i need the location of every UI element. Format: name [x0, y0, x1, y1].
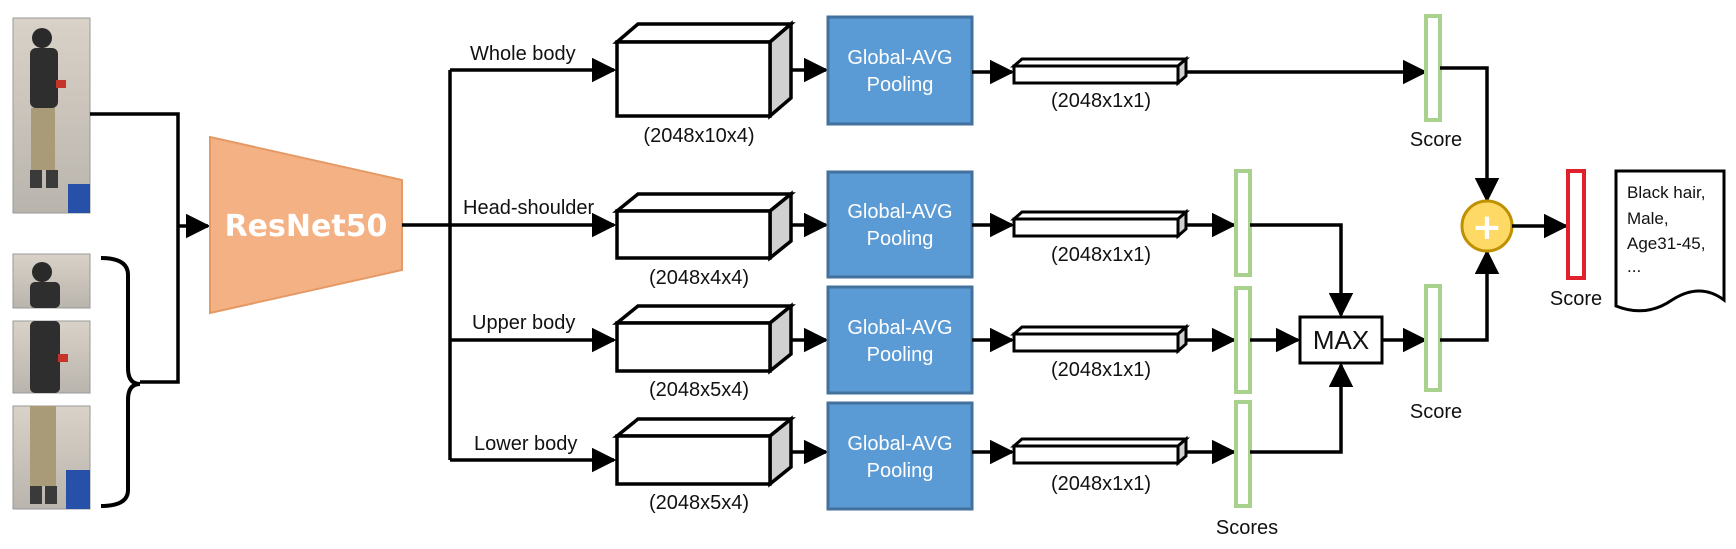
vector-whole	[1010, 55, 1190, 87]
vector-size-upper-body: (2048x1x1)	[1051, 359, 1151, 381]
input-image-head-crop	[12, 253, 91, 309]
pool-box-upper-body: Global-AVG Pooling	[826, 285, 974, 395]
svg-text:Pooling: Pooling	[867, 228, 934, 250]
crop-brace	[100, 256, 141, 508]
vector-to-part-score-arrows	[1186, 212, 1237, 465]
attribute-line-3: Age31-45,	[1627, 234, 1705, 253]
tensor-to-pool-arrows	[791, 57, 829, 465]
svg-text:Pooling: Pooling	[867, 344, 934, 366]
svg-text:Global-AVG: Global-AVG	[847, 433, 952, 455]
score-bar-whole	[1424, 14, 1442, 122]
branch-trunk	[402, 57, 617, 473]
score-bar-head-shoulder	[1234, 169, 1252, 277]
sum-operator-icon: +	[1460, 199, 1514, 253]
feature-tensor-upper-body	[612, 302, 796, 375]
score-label-max: Score	[1410, 401, 1462, 423]
vector-size-head-shoulder: (2048x1x1)	[1051, 244, 1151, 266]
pool-box-lower-body: Global-AVG Pooling	[826, 401, 974, 511]
feature-tensor-head-shoulder	[612, 190, 796, 262]
feature-tensor-lower-body	[612, 415, 796, 488]
max-operator: MAX	[1298, 315, 1384, 365]
branch-label-upper-body: Upper body	[472, 312, 575, 334]
svg-text:MAX: MAX	[1313, 325, 1369, 355]
pool-to-vector-arrows	[972, 59, 1015, 465]
feature-tensor-whole	[612, 20, 796, 120]
score-bar-max	[1424, 284, 1442, 392]
tensor-size-head-shoulder: (2048x4x4)	[649, 267, 749, 289]
backbone-label: ResNet50	[225, 209, 388, 244]
scores-to-sum-connectors	[1440, 66, 1500, 342]
resnet50-backbone: ResNet50	[209, 135, 403, 315]
branch-label-whole-body: Whole body	[470, 43, 576, 65]
vector-head-shoulder	[1010, 208, 1190, 240]
input-connectors	[90, 112, 211, 384]
tensor-size-whole: (2048x10x4)	[643, 125, 754, 147]
vector-size-whole: (2048x1x1)	[1051, 90, 1151, 112]
vector-size-lower-body: (2048x1x1)	[1051, 473, 1151, 495]
tensor-size-lower-body: (2048x5x4)	[649, 492, 749, 514]
score-bar-lower-body	[1234, 400, 1252, 508]
input-image-upper-crop	[12, 320, 91, 394]
branch-label-head-shoulder: Head-shoulder	[463, 197, 595, 219]
pool-box-head-shoulder: Global-AVG Pooling	[826, 170, 974, 279]
attribute-line-1: Black hair,	[1627, 183, 1705, 202]
attribute-line-4: ...	[1627, 257, 1641, 276]
svg-text:+: +	[1472, 207, 1502, 248]
vector-upper-body	[1010, 323, 1190, 355]
vector-lower-body	[1010, 435, 1190, 467]
svg-text:Global-AVG: Global-AVG	[847, 201, 952, 223]
input-image-full	[12, 17, 91, 214]
score-label-final: Score	[1550, 288, 1602, 310]
score-label-whole: Score	[1410, 129, 1462, 151]
score-bar-final	[1566, 169, 1586, 280]
score-bar-upper-body	[1234, 286, 1252, 394]
scores-label-parts: Scores	[1216, 517, 1278, 539]
parts-to-max-connectors	[1250, 223, 1354, 454]
output-document-icon: Black hair, Male, Age31-45, ...	[1614, 169, 1726, 313]
svg-text:Global-AVG: Global-AVG	[847, 317, 952, 339]
input-image-lower-crop	[12, 405, 91, 510]
svg-text:Pooling: Pooling	[867, 460, 934, 482]
pool-box-whole: Global-AVG Pooling	[826, 15, 974, 126]
branch-label-lower-body: Lower body	[474, 433, 577, 455]
svg-text:Pooling: Pooling	[867, 74, 934, 96]
svg-text:Global-AVG: Global-AVG	[847, 47, 952, 69]
attribute-line-2: Male,	[1627, 209, 1669, 228]
tensor-size-upper-body: (2048x5x4)	[649, 379, 749, 401]
